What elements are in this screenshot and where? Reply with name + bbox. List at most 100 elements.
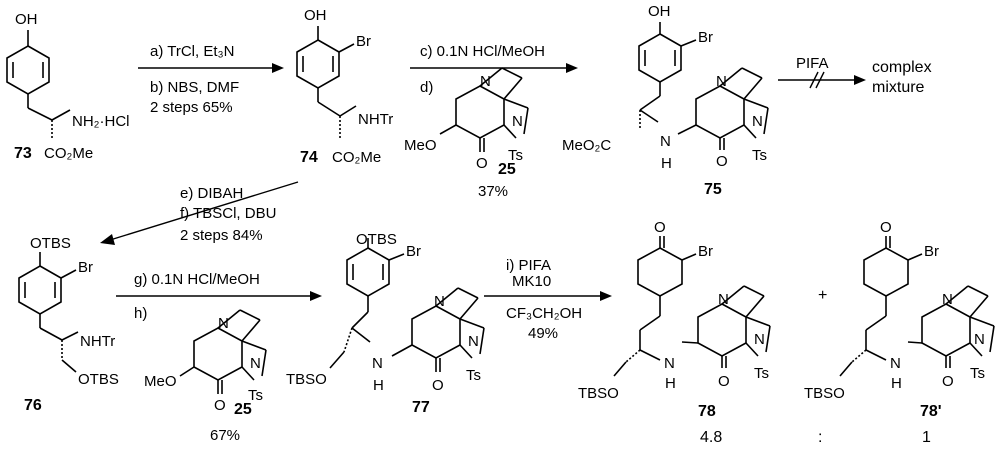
- cond-gh-yield: 67%: [210, 427, 240, 444]
- compound-label-74: 74: [300, 149, 318, 166]
- arrow-ef-head: [100, 234, 115, 245]
- result-complex: complex: [872, 59, 932, 76]
- cond-b: b) NBS, DMF: [150, 79, 239, 96]
- cond-i1: i) PIFA: [506, 257, 551, 274]
- atom-n-78: N: [718, 291, 729, 308]
- atom-n-indole-25b: N: [250, 355, 261, 372]
- atom-br-75: Br: [698, 29, 713, 46]
- arrow-pifa-head: [854, 75, 866, 85]
- atom-o-75: O: [716, 153, 728, 170]
- atom-n-indole-78: N: [754, 331, 765, 348]
- atom-meo2c-75: MeO₂C: [562, 137, 611, 154]
- compound-label-78: 78: [698, 403, 716, 420]
- atom-ts-78: Ts: [754, 365, 769, 382]
- cond-g: g) 0.1N HCl/MeOH: [134, 271, 260, 288]
- cond-pifa: PIFA: [796, 55, 829, 72]
- compound-75-structure: [638, 22, 769, 150]
- atom-br-78: Br: [698, 243, 713, 260]
- atom-n-25a: N: [480, 73, 491, 90]
- atom-oh-74: OH: [304, 7, 327, 24]
- compound-78-structure: [613, 236, 771, 377]
- atom-n-25b: N: [218, 315, 229, 332]
- compound-label-78p: 78': [920, 403, 942, 420]
- compound-76-structure: [18, 252, 79, 373]
- atom-n-78p: N: [942, 291, 953, 308]
- ratio-separator: :: [818, 429, 822, 446]
- arrow-cd-head: [566, 63, 578, 73]
- compound-78p-structure: [839, 236, 995, 377]
- atom-br-78p: Br: [924, 243, 939, 260]
- atom-n-amine-75: N: [660, 133, 671, 150]
- atom-n-indole-77: N: [468, 333, 479, 350]
- compound-label-75: 75: [704, 181, 722, 198]
- atom-otbs-76: OTBS: [30, 235, 71, 252]
- cond-d: d): [420, 79, 433, 96]
- compound-77-structure: [329, 238, 485, 372]
- compound-label-25b: 25: [234, 401, 252, 418]
- atom-o-ketone-78: O: [654, 219, 666, 236]
- atom-n-77: N: [434, 293, 445, 310]
- atom-ts-25b: Ts: [248, 387, 263, 404]
- cond-cd-yield: 37%: [478, 183, 508, 200]
- arrow-i-head: [600, 291, 612, 301]
- arrow-ab-head: [272, 63, 284, 73]
- arrow-pifa-strike-1: [809, 71, 819, 89]
- atom-br-76: Br: [78, 259, 93, 276]
- cond-i-yield: 49%: [528, 325, 558, 342]
- cond-i3: CF₃CH₂OH: [506, 305, 582, 322]
- atom-h-75: H: [661, 155, 672, 172]
- atom-o-77: O: [432, 377, 444, 394]
- atom-br-74: Br: [356, 33, 371, 50]
- atom-n-amine-78p: N: [890, 355, 901, 372]
- plus-sign: +: [818, 287, 827, 304]
- atom-oh-75: OH: [648, 3, 671, 20]
- compound-25b-structure: [179, 309, 267, 394]
- atom-h-77: H: [373, 377, 384, 394]
- compound-73-structure: [6, 30, 71, 140]
- atom-co2me-73: CO₂Me: [44, 145, 93, 162]
- atom-tbso-78p: TBSO: [804, 385, 845, 402]
- atom-ts-78p: Ts: [970, 365, 985, 382]
- cond-c: c) 0.1N HCl/MeOH: [420, 43, 545, 60]
- atom-o-78: O: [718, 373, 730, 390]
- cond-i2: MK10: [512, 273, 551, 290]
- atom-co2me-74: CO₂Me: [332, 149, 381, 166]
- atom-h-78p: H: [891, 375, 902, 392]
- atom-n-indole-75: N: [752, 113, 763, 130]
- atom-tbso-77: TBSO: [286, 371, 327, 388]
- compound-25a-structure: [439, 67, 529, 152]
- atom-o-ketone-78p: O: [880, 219, 892, 236]
- ratio-78p: 1: [922, 429, 931, 446]
- compound-label-76: 76: [24, 397, 42, 414]
- atom-nhtr-74: NHTr: [358, 111, 393, 128]
- atom-n-amine-78: N: [664, 355, 675, 372]
- compound-label-25a: 25: [498, 161, 516, 178]
- atom-o-25b: O: [214, 397, 226, 414]
- atom-o-78p: O: [942, 373, 954, 390]
- atom-ts-75: Ts: [752, 147, 767, 164]
- arrow-ef: [109, 181, 299, 241]
- arrow-gh-head: [310, 291, 322, 301]
- cond-a: a) TrCl, Et₃N: [150, 43, 234, 60]
- atom-tbso-78: TBSO: [578, 385, 619, 402]
- arrow-pifa-strike-2: [815, 71, 825, 89]
- atom-meo-25a: MeO: [404, 137, 437, 154]
- compound-label-77: 77: [412, 399, 430, 416]
- cond-ef-yield: 2 steps 84%: [180, 227, 263, 244]
- atom-o-25a: O: [476, 155, 488, 172]
- atom-otbs-side-76: OTBS: [78, 371, 119, 388]
- atom-n-indole-25a: N: [512, 113, 523, 130]
- atom-ts-77: Ts: [466, 367, 481, 384]
- cond-f: f) TBSCl, DBU: [180, 205, 276, 222]
- atom-oh-73: OH: [15, 11, 38, 28]
- compound-label-73: 73: [14, 145, 32, 162]
- atom-br-77: Br: [406, 243, 421, 260]
- cond-ab-yield: 2 steps 65%: [150, 99, 233, 116]
- atom-nh2hcl-73: NH₂·HCl: [72, 113, 129, 130]
- compound-74-structure: [296, 26, 357, 138]
- atom-nhtr-76: NHTr: [80, 333, 115, 350]
- cond-e: e) DIBAH: [180, 185, 243, 202]
- cond-h: h): [134, 305, 147, 322]
